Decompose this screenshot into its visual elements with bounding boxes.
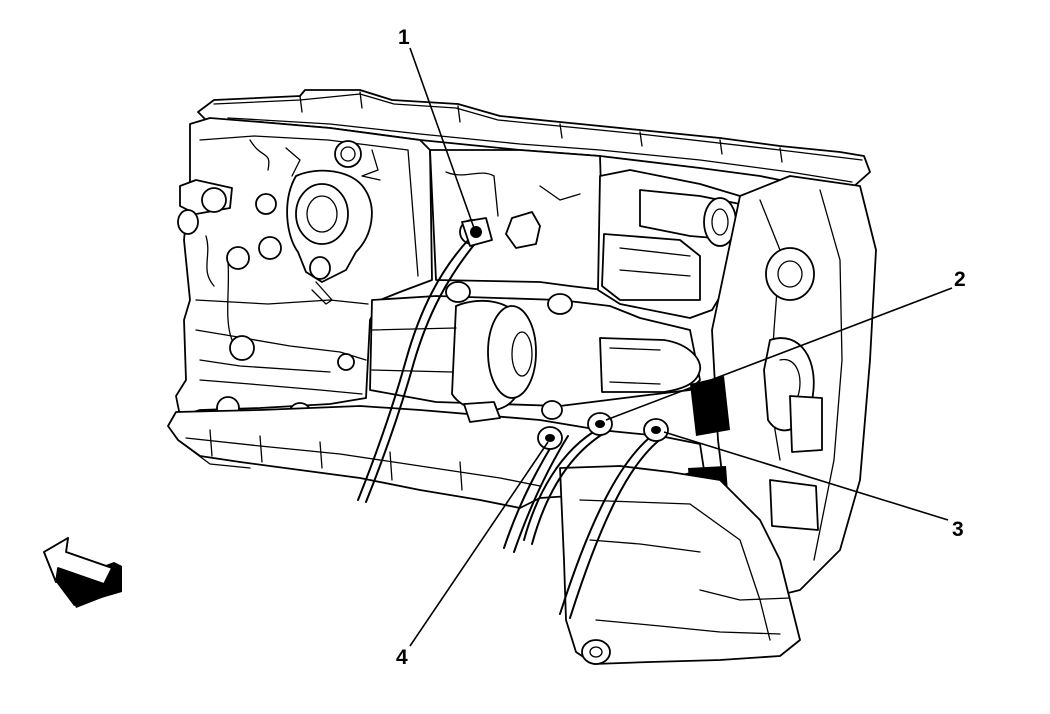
callout-2: 2	[954, 268, 966, 291]
block-top-deck	[197, 89, 871, 189]
front-direction-arrow	[43, 537, 122, 608]
callout-4: 4	[396, 646, 408, 669]
leader-2	[605, 287, 953, 421]
leader-3	[663, 431, 949, 521]
callout-1: 1	[398, 26, 410, 49]
callouts: 1 2 3 4	[396, 26, 966, 669]
wire-harness	[357, 237, 663, 619]
leader-1	[409, 47, 475, 229]
sensors	[461, 217, 669, 450]
leader-4	[409, 441, 549, 647]
center-assemblies	[369, 149, 701, 423]
oil-pan-sump	[559, 465, 801, 665]
water-pump-housing	[286, 140, 373, 305]
callout-3: 3	[952, 518, 964, 541]
right-assemblies	[597, 169, 877, 601]
callout-leaders	[409, 47, 953, 647]
